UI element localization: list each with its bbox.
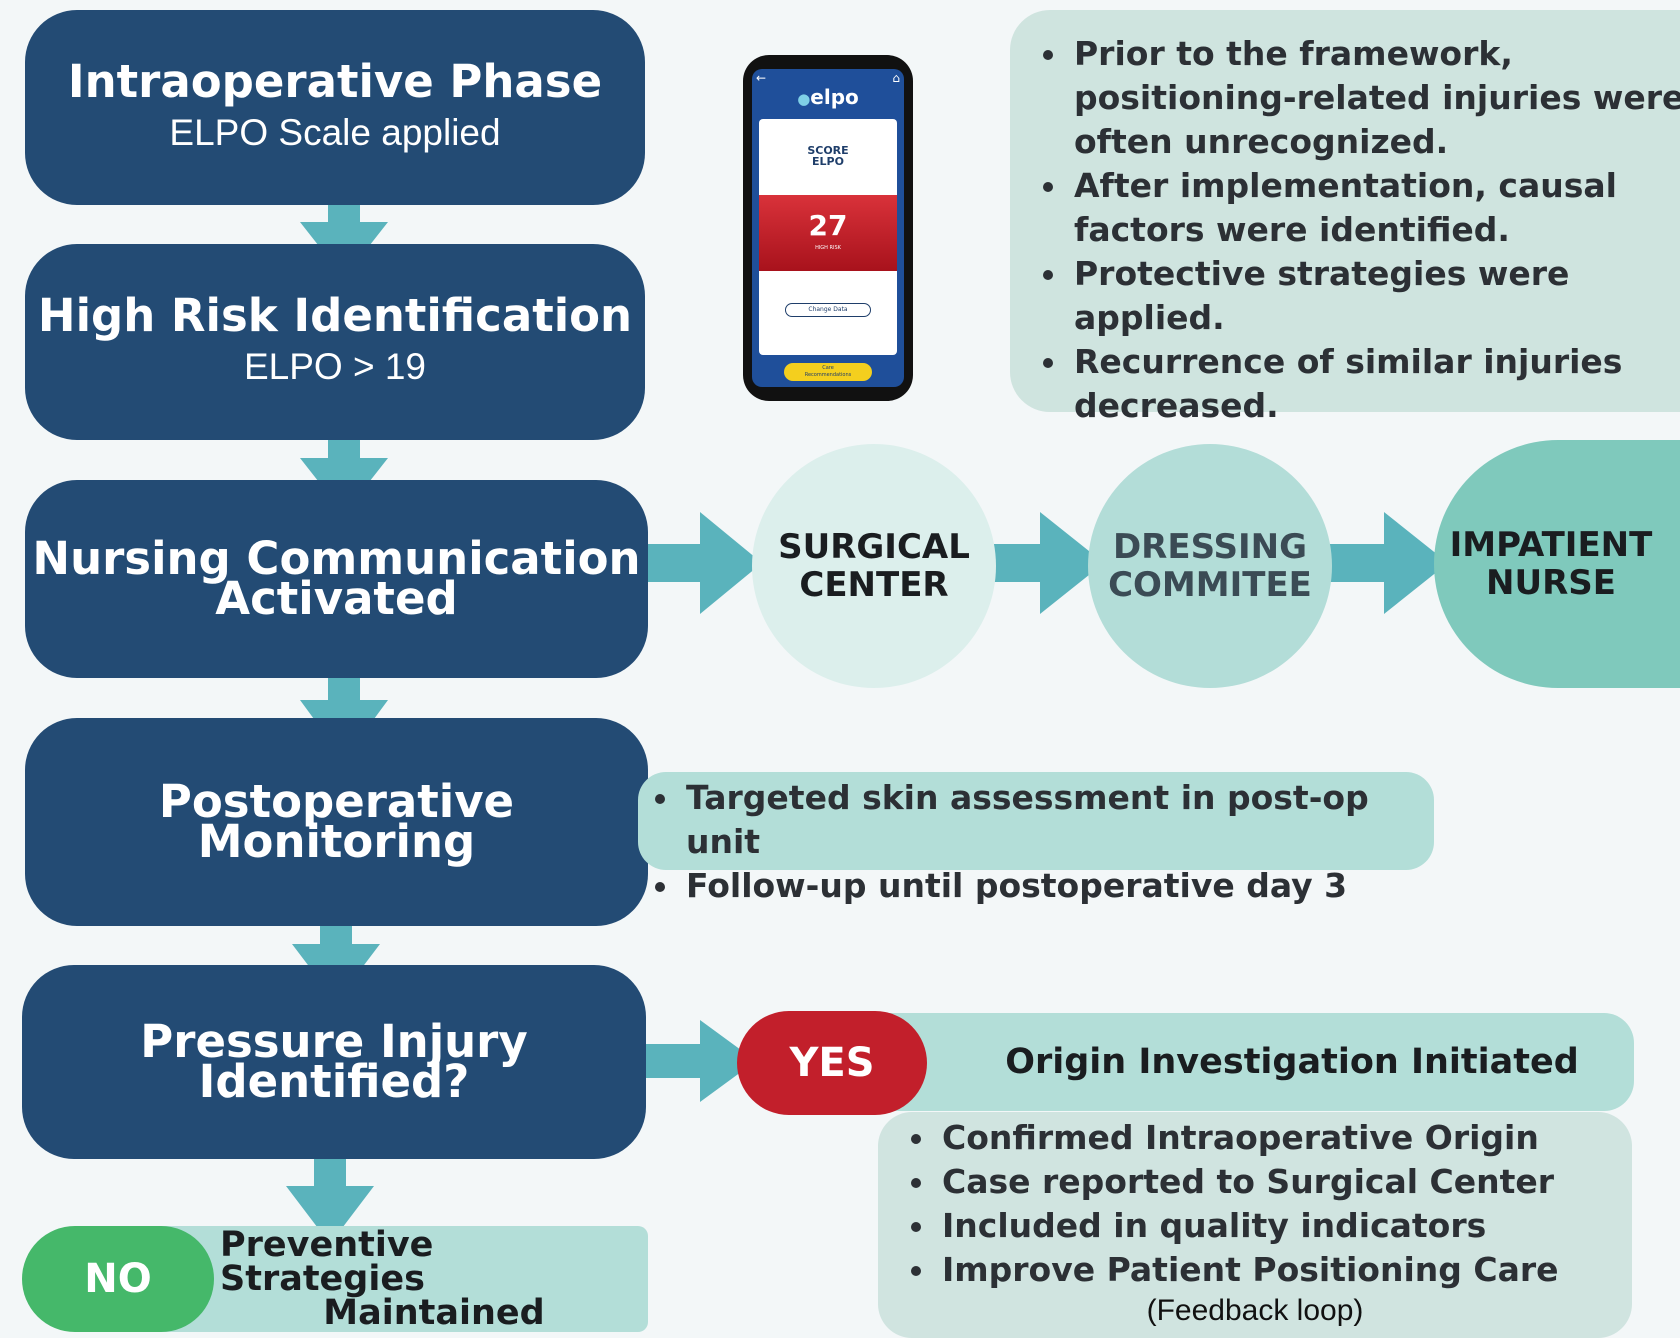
- arrow-right-chain-1: [978, 512, 1104, 614]
- app-logo: ●elpo: [752, 85, 904, 109]
- phone-screen: ← ⌂ ●elpo SCORE ELPO 27 HIGH RISK Change…: [752, 69, 904, 387]
- care-button-line1: Care: [822, 365, 834, 371]
- outcome-item: Prior to the framework, positioning-rela…: [1070, 32, 1680, 164]
- arrow-down-5: [286, 1129, 374, 1244]
- care-button-line2: Recommendations: [804, 372, 852, 378]
- change-data-button[interactable]: Change Data: [785, 303, 871, 317]
- score-value: 27: [808, 209, 848, 242]
- yes-item: Case reported to Surgical Center: [938, 1160, 1632, 1204]
- no-badge-label: NO: [84, 1256, 152, 1302]
- step-postoperative-monitoring: Postoperative Monitoring: [25, 718, 648, 926]
- step-intraoperative-phase: Intraoperative Phase ELPO Scale applied: [25, 10, 645, 205]
- feedback-loop-note: (Feedback loop): [1146, 1294, 1364, 1327]
- phone-mockup: ← ⌂ ●elpo SCORE ELPO 27 HIGH RISK Change…: [743, 55, 913, 401]
- yes-badge-label: YES: [789, 1040, 875, 1086]
- risk-label: HIGH RISK: [815, 245, 841, 251]
- arrow-down-3: [300, 644, 388, 760]
- logo-drop-icon: ●: [797, 90, 811, 108]
- score-band: 27 HIGH RISK: [759, 195, 897, 271]
- no-outcome-line1: Preventive Strategies: [220, 1225, 434, 1299]
- arrow-right-nursing: [634, 512, 762, 614]
- step-title: High Risk Identification: [37, 289, 633, 342]
- circle-label-line1: SURGICAL: [778, 527, 970, 567]
- circle-label-line2: NURSE: [1486, 563, 1616, 603]
- yes-details-list: Confirmed Intraoperative Origin Case rep…: [906, 1116, 1632, 1292]
- origin-investigation-title: Origin Investigation Initiated: [1005, 1042, 1579, 1082]
- step-pressure-injury-identified: Pressure Injury Identified?: [22, 965, 646, 1159]
- outcomes-box: Prior to the framework, positioning-rela…: [1010, 10, 1680, 425]
- step-title-line1: Nursing Communication: [32, 532, 641, 585]
- arrow-right-yes: [640, 1020, 756, 1102]
- step-nursing-communication: Nursing Communication Activated: [25, 480, 648, 678]
- app-brand: elpo: [810, 85, 859, 109]
- postop-details-list: Targeted skin assessment in post-op unit…: [658, 776, 1434, 908]
- score-label: SCORE ELPO: [759, 145, 897, 167]
- yes-item: Confirmed Intraoperative Origin: [938, 1116, 1632, 1160]
- step-title: Intraoperative Phase: [67, 54, 603, 108]
- yes-item: Included in quality indicators: [938, 1204, 1632, 1248]
- yes-details-box: Confirmed Intraoperative Origin Case rep…: [878, 1112, 1632, 1338]
- postop-item: Follow-up until postoperative day 3: [682, 864, 1434, 908]
- circle-label-line1: DRESSING: [1112, 527, 1308, 567]
- arrow-right-chain-2: [1314, 512, 1448, 614]
- step-high-risk-identification: High Risk Identification ELPO > 19: [25, 244, 645, 440]
- postop-details-box: Targeted skin assessment in post-op unit…: [638, 772, 1434, 905]
- home-icon[interactable]: ⌂: [892, 71, 900, 85]
- step-title: Postoperative Monitoring: [158, 775, 515, 868]
- no-outcome-box: Preventive Strategies Maintained: [130, 1226, 648, 1332]
- circle-label-line2: COMMITEE: [1108, 565, 1312, 605]
- no-badge: NO: [22, 1226, 214, 1332]
- outcome-item: Recurrence of similar injuries decreased…: [1070, 340, 1680, 428]
- score-card: SCORE ELPO 27 HIGH RISK Change Data: [759, 119, 897, 355]
- yes-item: Improve Patient Positioning Care: [938, 1248, 1632, 1292]
- postop-item: Targeted skin assessment in post-op unit: [682, 776, 1434, 864]
- step-subtitle: ELPO > 19: [243, 346, 427, 387]
- step-subtitle: ELPO Scale applied: [169, 111, 501, 153]
- outcome-item: Protective strategies were applied.: [1070, 252, 1680, 340]
- origin-investigation-bar: Origin Investigation Initiated: [800, 1013, 1634, 1111]
- no-outcome-line2: Maintained: [323, 1293, 545, 1333]
- care-recommendations-button[interactable]: Care Recommendations: [784, 363, 872, 381]
- outcome-item: After implementation, causal factors wer…: [1070, 164, 1680, 252]
- circle-label-line1: IMPATIENT: [1449, 525, 1653, 565]
- score-label-1: SCORE: [807, 144, 849, 157]
- outcomes-list: Prior to the framework, positioning-rela…: [1038, 32, 1680, 428]
- score-label-2: ELPO: [812, 155, 844, 168]
- step-title-line2: Activated: [215, 572, 458, 625]
- circle-label-line2: CENTER: [799, 565, 949, 605]
- back-arrow-icon[interactable]: ←: [756, 71, 767, 85]
- yes-badge: YES: [737, 1011, 927, 1115]
- step-title: Pressure Injury Identified?: [140, 1015, 528, 1108]
